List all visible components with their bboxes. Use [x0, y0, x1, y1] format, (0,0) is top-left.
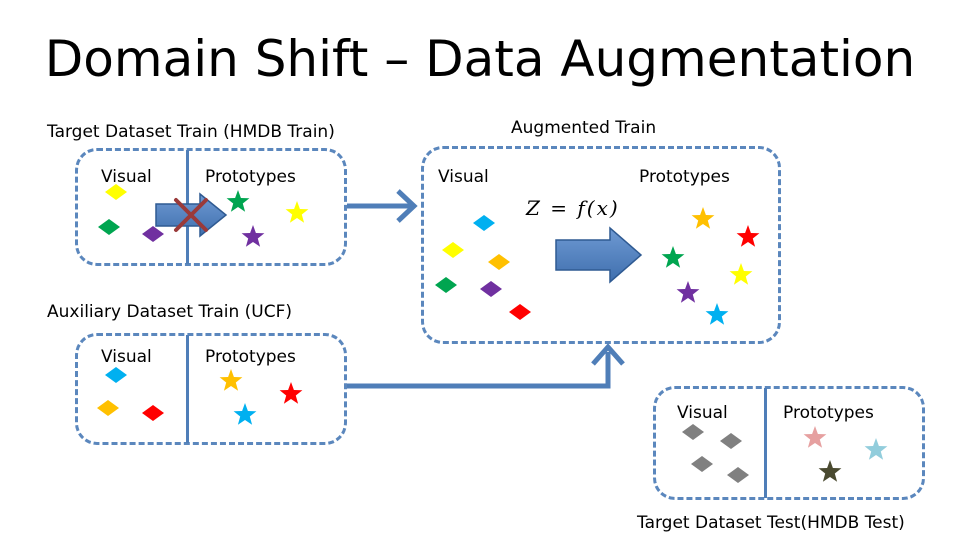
mapping-formula: Z = f(x)	[526, 196, 620, 220]
green-diamond-icon	[98, 219, 120, 235]
target-test-prototypes-label: Prototypes	[783, 403, 874, 423]
purple-star-icon	[241, 225, 265, 247]
gray-diamond-icon	[691, 456, 713, 472]
auxiliary-train-prototypes-label: Prototypes	[205, 347, 296, 367]
red-diamond-icon	[142, 405, 164, 421]
cross-mark-icon	[174, 198, 208, 232]
augmented-train-label: Augmented Train	[511, 118, 657, 138]
target-test-label: Target Dataset Test(HMDB Test)	[637, 513, 905, 533]
target-train-visual-label: Visual	[101, 167, 152, 187]
connector-arrowhead-auxiliary	[591, 343, 625, 366]
gray-diamond-icon	[727, 467, 749, 483]
target-test-divider	[764, 388, 767, 498]
red-star-icon	[736, 225, 760, 247]
yellow-star-icon	[729, 263, 753, 285]
target-test-panel	[653, 386, 925, 500]
auxiliary-train-label: Auxiliary Dataset Train (UCF)	[47, 302, 293, 322]
red-star-icon	[279, 382, 303, 404]
target-train-panel	[75, 148, 347, 266]
cyan-diamond-icon	[105, 367, 127, 383]
cyan-diamond-icon	[473, 215, 495, 231]
augmented-train-panel	[421, 146, 781, 344]
augmented-train-prototypes-label: Prototypes	[639, 167, 730, 187]
orange-star-icon	[219, 369, 243, 391]
target-test-visual-label: Visual	[677, 403, 728, 423]
yellow-diamond-icon	[105, 184, 127, 200]
purple-star-icon	[676, 281, 700, 303]
augmented-train-visual-label: Visual	[438, 167, 489, 187]
auxiliary-train-divider	[186, 335, 189, 443]
connector-arrow-auxiliary-to-augmented	[347, 352, 611, 389]
connector-arrowhead-target	[396, 189, 418, 223]
purple-diamond-icon	[480, 281, 502, 297]
olive-star-icon	[818, 460, 842, 482]
target-train-label: Target Dataset Train (HMDB Train)	[47, 122, 335, 142]
red-diamond-icon	[509, 304, 531, 320]
yellow-diamond-icon	[442, 242, 464, 258]
target-train-prototypes-label: Prototypes	[205, 167, 296, 187]
orange-star-icon	[691, 207, 715, 229]
green-star-icon	[226, 190, 250, 212]
auxiliary-train-visual-label: Visual	[101, 347, 152, 367]
orange-diamond-icon	[97, 400, 119, 416]
orange-diamond-icon	[488, 254, 510, 270]
page-title: Domain Shift – Data Augmentation	[44, 30, 916, 88]
auxiliary-train-panel	[75, 333, 347, 445]
cyan-star-icon	[233, 403, 257, 425]
mapping-arrow-icon	[555, 226, 643, 284]
cyan-star-icon	[705, 303, 729, 325]
green-star-icon	[661, 246, 685, 268]
pink-star-icon	[803, 426, 827, 448]
gray-diamond-icon	[720, 433, 742, 449]
purple-diamond-icon	[142, 226, 164, 242]
green-diamond-icon	[435, 277, 457, 293]
lightblue-star-icon	[864, 438, 888, 460]
gray-diamond-icon	[682, 424, 704, 440]
yellow-star-icon	[285, 201, 309, 223]
